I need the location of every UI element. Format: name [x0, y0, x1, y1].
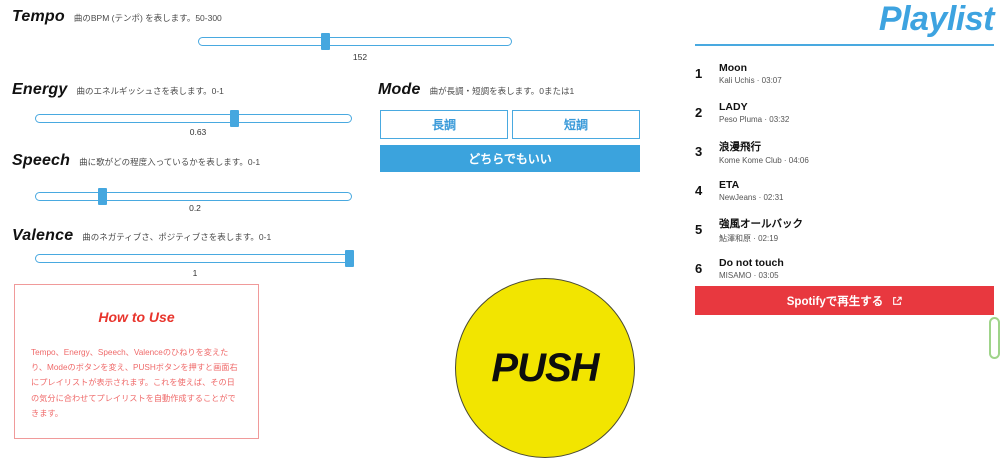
valence-value: 1 [192, 268, 198, 278]
tempo-slider-track[interactable] [198, 37, 512, 46]
track-title: Do not touch [719, 257, 784, 269]
push-button-label: PUSH [491, 345, 599, 390]
valence-description: 曲のネガティブさ、ポジティブさを表します。0-1 [82, 232, 272, 242]
track-artist-duration: Kali Uchis · 03:07 [719, 76, 782, 85]
track-number: 6 [695, 261, 703, 276]
energy-slider-thumb[interactable] [230, 110, 239, 127]
mode-minor-button[interactable]: 短調 [512, 110, 640, 139]
track-title: Moon [719, 62, 747, 74]
playlist-divider [695, 44, 994, 46]
mode-major-button[interactable]: 長調 [380, 110, 508, 139]
speech-value: 0.2 [189, 203, 201, 213]
energy-slider-track[interactable] [35, 114, 352, 123]
playlist-track-row[interactable]: 4 ETA NewJeans · 02:31 [695, 171, 994, 210]
spotify-embed-widget[interactable] [989, 317, 1000, 359]
track-meta: 浪漫飛行 Kome Kome Club · 04:06 [719, 139, 809, 165]
speech-header: Speech 曲に歌がどの程度入っているかを表します。0-1 [12, 152, 260, 170]
valence-slider-thumb[interactable] [345, 250, 354, 267]
mode-header: Mode 曲が長調・短調を表します。0または1 [378, 81, 574, 99]
track-title: 強風オールバック [719, 217, 803, 230]
track-meta: ETA NewJeans · 02:31 [719, 179, 783, 202]
energy-description: 曲のエネルギッシュさを表します。0-1 [76, 86, 224, 96]
mode-any-button[interactable]: どちらでもいい [380, 145, 640, 172]
how-to-use-panel: How to Use Tempo、Energy、Speech、Valenceのひ… [14, 284, 259, 439]
tempo-header: Tempo 曲のBPM (テンポ) を表します。50-300 [12, 8, 222, 26]
track-number: 4 [695, 183, 703, 198]
playlist-track-row[interactable]: 5 強風オールバック鮎澤和原 · 02:19 [695, 210, 994, 249]
valence-header: Valence 曲のネガティブさ、ポジティブさを表します。0-1 [12, 227, 271, 245]
track-title: 浪漫飛行 [719, 140, 761, 153]
mode-label: Mode [378, 81, 421, 98]
controls-panel: Tempo 曲のBPM (テンポ) を表します。50-300 152 Energ… [12, 8, 640, 458]
speech-label: Speech [12, 152, 71, 169]
speech-slider-track[interactable] [35, 192, 352, 201]
playlist-title: Playlist [878, 0, 995, 38]
track-meta: 強風オールバック鮎澤和原 · 02:19 [719, 216, 803, 244]
track-number: 1 [695, 66, 703, 81]
push-button[interactable]: PUSH [455, 278, 635, 458]
track-title: ETA [719, 179, 740, 191]
track-artist-duration: Kome Kome Club · 04:06 [719, 155, 809, 165]
how-to-use-body: Tempo、Energy、Speech、Valenceのひねりを変えたり、Mod… [31, 348, 238, 418]
track-number: 2 [695, 105, 703, 120]
energy-header: Energy 曲のエネルギッシュさを表します。0-1 [12, 81, 224, 99]
speech-slider-thumb[interactable] [98, 188, 107, 205]
track-meta: LADY Peso Pluma · 03:32 [719, 101, 789, 124]
playlist-track-row[interactable]: 2 LADY Peso Pluma · 03:32 [695, 93, 994, 132]
how-to-use-title: How to Use [98, 309, 175, 325]
tempo-label: Tempo [12, 8, 65, 25]
tempo-value: 152 [352, 52, 368, 62]
speech-description: 曲に歌がどの程度入っているかを表します。0-1 [79, 157, 261, 167]
playlist-track-row[interactable]: 3 浪漫飛行 Kome Kome Club · 04:06 [695, 132, 994, 171]
energy-label: Energy [12, 81, 68, 98]
track-title: LADY [719, 101, 748, 113]
spotify-play-button[interactable]: Spotifyで再生する [695, 286, 994, 315]
spotify-play-label: Spotifyで再生する [786, 295, 884, 308]
track-artist-duration: 鮎澤和原 · 02:19 [719, 233, 779, 243]
track-artist-duration: Peso Pluma · 03:32 [719, 115, 790, 124]
energy-value: 0.63 [189, 127, 207, 137]
tempo-description: 曲のBPM (テンポ) を表します。50-300 [73, 13, 222, 23]
valence-slider-track[interactable] [35, 254, 352, 263]
track-number: 5 [695, 222, 703, 237]
mode-description: 曲が長調・短調を表します。0または1 [429, 86, 575, 96]
track-artist-duration: NewJeans · 02:31 [719, 193, 784, 202]
tempo-slider-thumb[interactable] [321, 33, 330, 50]
track-number: 3 [695, 144, 703, 159]
valence-label: Valence [12, 227, 74, 244]
track-artist-duration: MISAMO · 03:05 [719, 271, 779, 280]
mode-button-group: 長調 短調 [380, 110, 640, 139]
external-link-icon [893, 296, 902, 305]
